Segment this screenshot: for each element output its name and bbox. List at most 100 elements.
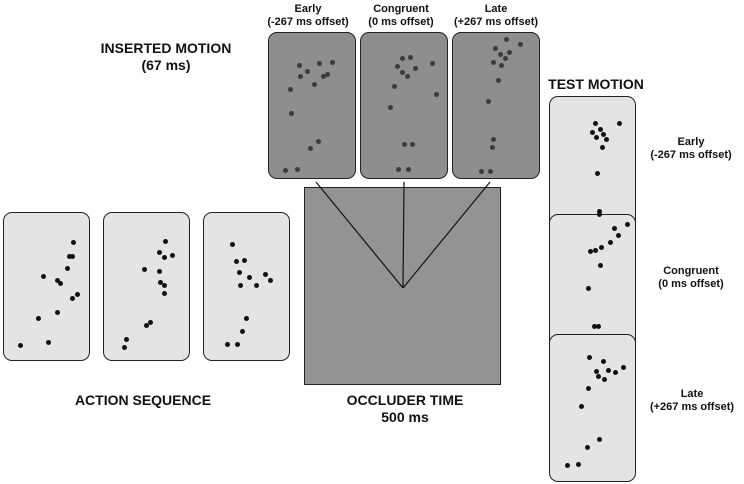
inserted-motion-label: INSERTED MOTION (67 ms) [96,40,236,74]
inserted-frame-congruent [360,32,448,179]
point-light-dot [395,64,400,69]
point-light-dot [316,139,321,144]
point-light-dot [602,377,607,382]
point-light-dot [157,269,162,274]
action-sequence-label: ACTION SEQUENCE [74,392,212,408]
point-light-dot [594,369,599,374]
point-light-dot [616,233,621,238]
occluder-time-label: OCCLUDER TIME 500 ms [325,392,485,426]
test-label-congruent-name: Congruent [663,265,719,277]
point-light-dot [503,56,508,61]
point-light-dot [41,274,46,279]
point-light-dot [235,342,240,347]
point-light-dot [122,345,127,350]
point-light-dot [36,316,41,321]
point-light-dot [586,386,591,391]
point-light-dot [597,212,602,217]
point-light-dot [576,462,581,467]
point-light-dot [590,130,595,135]
point-light-dot [613,370,618,375]
point-light-dot [402,142,407,147]
point-light-dot [606,368,611,373]
point-light-dot [298,74,303,79]
point-light-dot [396,167,401,172]
point-light-dot [400,56,405,61]
point-light-dot [413,66,418,71]
point-light-dot [593,121,598,126]
point-light-dot [592,324,597,329]
point-light-dot [163,239,168,244]
point-light-dot [594,135,599,140]
test-label-late: Late (+267 ms offset) [640,388,744,414]
point-light-dot [430,61,435,66]
point-light-dot [162,283,167,288]
point-light-dot [312,82,317,87]
point-light-dot [596,324,601,329]
point-light-dot [142,267,147,272]
point-light-dot [479,169,484,174]
point-light-dot [504,37,509,42]
action-frame-1 [3,212,90,361]
point-light-dot [67,254,72,259]
point-light-dot [596,374,601,379]
point-light-dot [434,92,439,97]
point-light-dot [491,60,496,65]
test-motion-label: TEST MOTION [548,76,644,92]
point-light-dot [488,169,493,174]
occluder-time-duration: 500 ms [381,408,429,425]
inserted-frame-late [452,32,540,179]
point-light-dot [617,121,622,126]
point-light-dot [317,61,322,66]
point-light-dot [295,167,300,172]
inserted-header-early-offset: (-267 ms offset) [267,16,349,29]
point-light-dot [240,329,245,334]
action-frame-3 [203,212,290,361]
point-light-dot [65,266,70,271]
test-frame-late [549,334,636,482]
point-light-dot [621,365,626,370]
point-light-dot [507,50,512,55]
test-label-early: Early (-267 ms offset) [638,136,744,162]
point-light-dot [491,137,496,142]
inserted-motion-duration: (67 ms) [141,56,191,73]
inserted-header-late-name: Late [484,3,508,15]
point-light-dot [518,42,523,47]
point-light-dot [597,209,602,214]
inserted-header-congruent: Congruent (0 ms offset) [355,3,447,29]
point-light-dot [410,142,415,147]
point-light-dot [586,286,591,291]
inserted-motion-title: INSERTED MOTION [100,40,232,56]
point-light-dot [289,111,294,116]
point-light-dot [144,323,149,328]
point-light-dot [225,342,230,347]
point-light-dot [587,355,592,360]
point-light-dot [579,404,584,409]
test-label-early-offset: (-267 ms offset) [650,149,732,162]
point-light-dot [599,245,604,250]
point-light-dot [305,69,310,74]
point-light-dot [325,72,330,77]
point-light-dot [601,359,606,364]
point-light-dot [247,275,252,280]
inserted-frame-early [268,32,356,179]
point-light-dot [408,55,413,60]
point-light-dot [55,310,60,315]
point-light-dot [498,52,503,57]
point-light-dot [600,145,605,150]
point-light-dot [124,337,129,342]
point-light-dot [585,445,590,450]
point-light-dot [268,278,273,283]
point-light-dot [237,270,242,275]
point-light-dot [18,343,23,348]
point-light-dot [75,292,80,297]
point-light-dot [388,105,393,110]
point-light-dot [608,240,613,245]
point-light-dot [604,137,609,142]
point-light-dot [496,78,501,83]
action-frame-2 [103,212,190,361]
point-light-dot [499,63,504,68]
point-light-dot [238,283,243,288]
inserted-header-congruent-name: Congruent [373,3,429,15]
test-label-congruent: Congruent (0 ms offset) [644,265,738,291]
point-light-dot [148,320,153,325]
